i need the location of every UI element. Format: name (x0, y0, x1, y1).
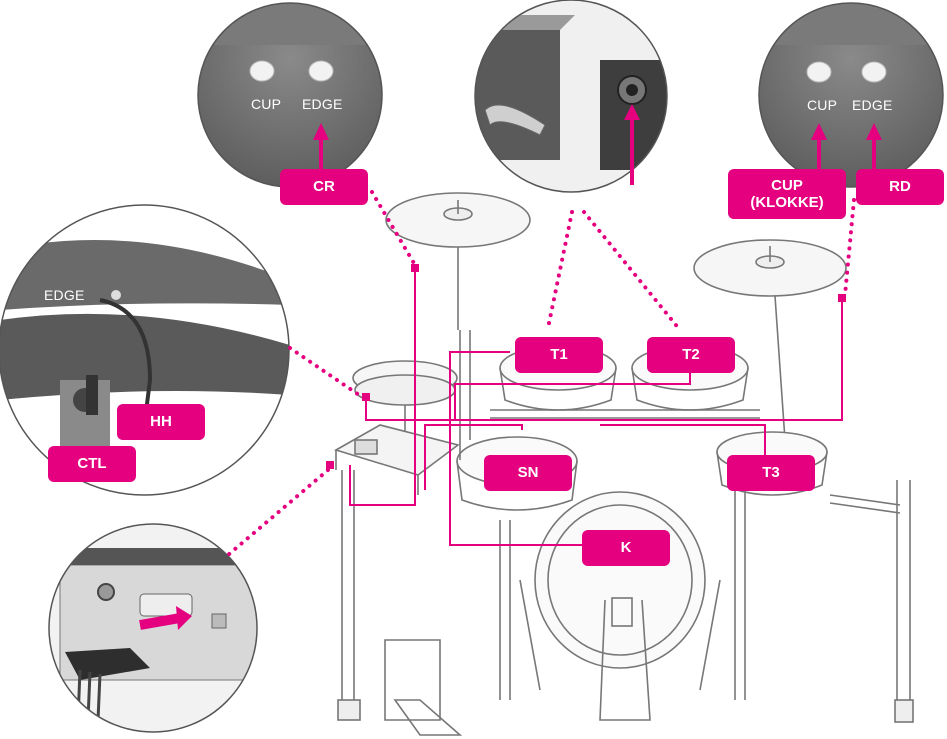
label-rd: RD (856, 169, 944, 205)
label-cr: CR (280, 169, 368, 205)
label-sn: SN (484, 455, 572, 491)
kit-line-art (336, 193, 913, 735)
ride-zoom-circle (750, 0, 947, 187)
hihat-zoom-circle (0, 205, 290, 495)
label-t1: T1 (515, 337, 603, 373)
label-ctl: CTL (48, 446, 136, 482)
label-k: K (582, 530, 670, 566)
crash-zoom-circle (190, 0, 390, 187)
crash-cup-label: CUP (251, 96, 281, 112)
jack-zoom-circle (470, 0, 680, 192)
hihat-edge-label: EDGE (44, 287, 84, 303)
label-t3: T3 (727, 455, 815, 491)
ride-edge-label: EDGE (852, 97, 892, 113)
label-hh: HH (117, 404, 205, 440)
ride-cup-label: CUP (807, 97, 837, 113)
label-cup-klokke: CUP (KLOKKE) (728, 169, 846, 219)
crash-edge-label: EDGE (302, 96, 342, 112)
label-t2: T2 (647, 337, 735, 373)
kick-pad (535, 492, 705, 668)
